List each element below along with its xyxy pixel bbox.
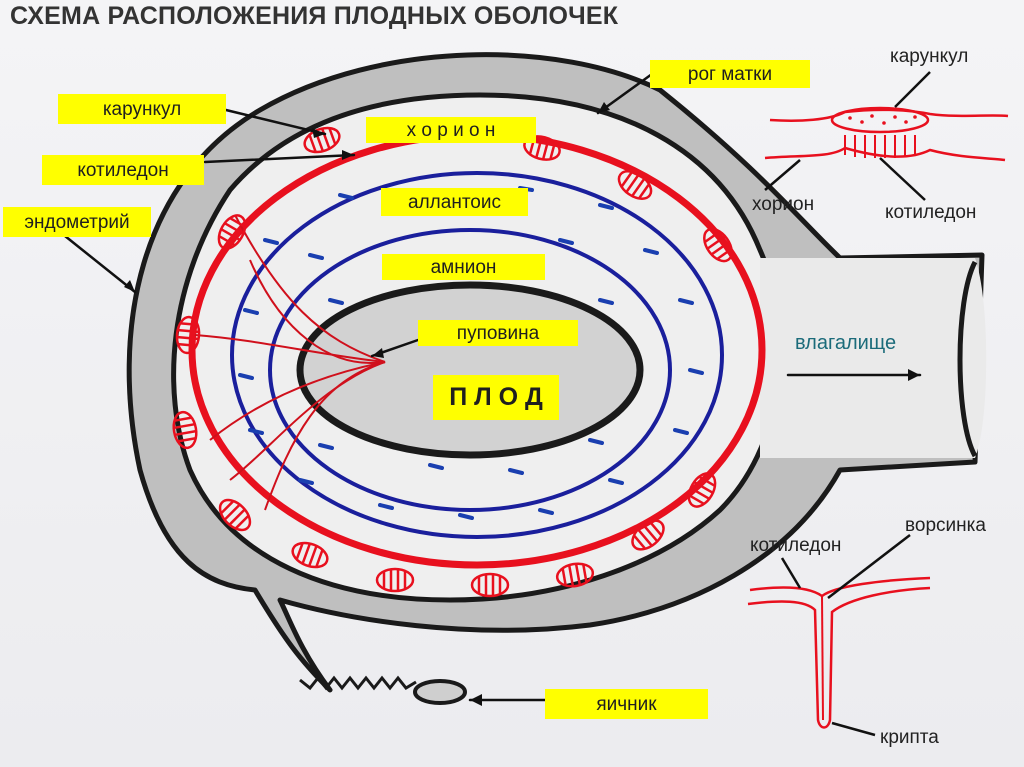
label-umbilical-cord: пуповина [418,320,578,346]
label-horn: рог матки [650,60,810,88]
cotyledons [172,126,733,598]
inset-top-caruncle: карункул [890,46,969,67]
inset-crypt-diagram [747,534,931,737]
ovary-shape [413,679,467,705]
inset-bottom-villus: ворсинка [905,515,986,536]
arrowheads [124,102,920,706]
vagina-canal [760,258,987,458]
vagina-opening [957,260,978,458]
label-cotyledon: котиледон [42,155,204,185]
inset-bottom-cotyledon: котиледон [750,535,842,556]
label-vagina: влагалище [795,332,897,354]
inset-bottom-crypt: крипта [880,727,939,748]
label-caruncle: карункул [58,94,226,124]
label-allantois: аллантоис [381,188,528,216]
umbilical-vessels [194,214,386,511]
label-endometrium: эндометрий [3,207,151,237]
inset-caruncle-diagram [764,71,1009,201]
label-amnion: амнион [382,254,545,280]
page-title: СХЕМА РАСПОЛОЖЕНИЯ ПЛОДНЫХ ОБОЛОЧЕК [10,2,619,30]
inset-top-chorion: хорион [752,194,815,215]
oviduct [299,675,417,691]
label-chorion: х о р и о н [366,117,536,143]
amnion-line [268,228,672,512]
label-ovary: яичник [545,689,708,719]
inset-top-cotyledon: котиледон [885,202,977,223]
allantois-line [230,171,724,539]
label-fetus: П Л О Д [433,375,559,420]
